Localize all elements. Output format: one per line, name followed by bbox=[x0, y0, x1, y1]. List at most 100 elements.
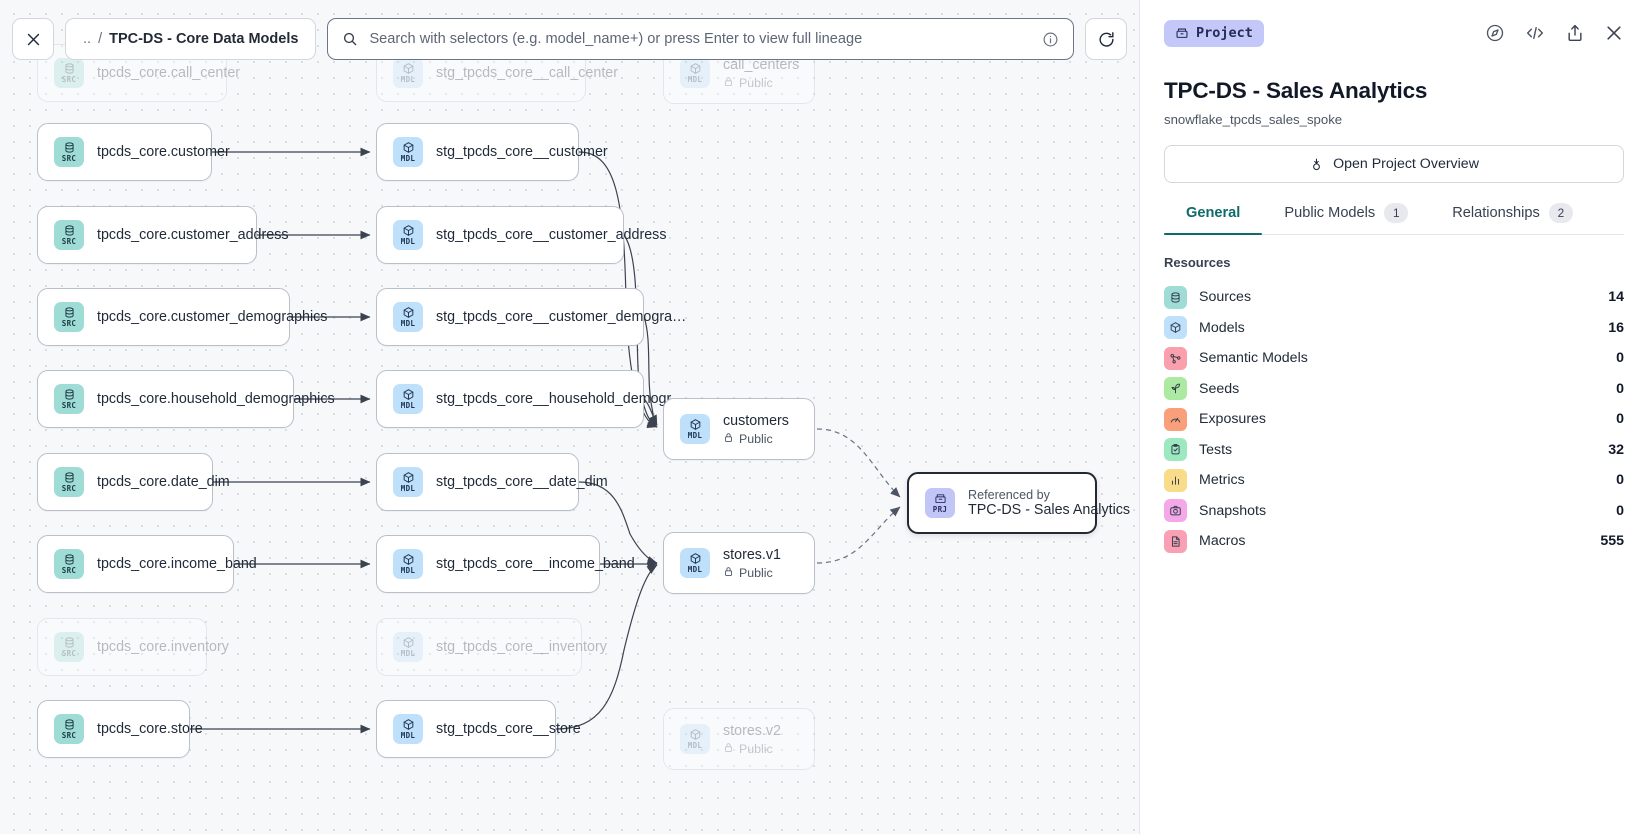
graph-node-label: tpcds_core.call_center bbox=[97, 65, 241, 81]
source-icon: SRC bbox=[54, 384, 84, 414]
details-panel: Project bbox=[1139, 0, 1648, 834]
source-icon: SRC bbox=[54, 632, 84, 662]
resource-type-badge[interactable]: Project bbox=[1164, 19, 1264, 47]
share-icon[interactable] bbox=[1565, 23, 1585, 43]
resource-count: 555 bbox=[1600, 533, 1624, 550]
compass-icon[interactable] bbox=[1485, 23, 1505, 43]
document-icon bbox=[1164, 529, 1187, 553]
tab-label: Public Models bbox=[1284, 205, 1376, 221]
graph-node-access-badge: Public bbox=[723, 432, 789, 446]
lock-icon bbox=[723, 76, 734, 90]
tab-label: Relationships bbox=[1452, 205, 1540, 221]
search-input[interactable] bbox=[369, 31, 1031, 47]
info-icon[interactable] bbox=[1042, 31, 1059, 48]
resources-heading: Resources bbox=[1164, 255, 1231, 270]
refresh-button[interactable] bbox=[1085, 18, 1127, 60]
seed-icon bbox=[1164, 377, 1187, 401]
graph-node-label: tpcds_core.customer_demographics bbox=[97, 309, 328, 325]
details-panel-header: Project bbox=[1164, 16, 1624, 50]
source-icon: SRC bbox=[54, 302, 84, 332]
tab-badge: 1 bbox=[1384, 203, 1409, 223]
graph-node-src-cust-demo[interactable]: SRC tpcds_core.customer_demographics bbox=[37, 288, 327, 346]
graph-node-label: stg_tpcds_core__inventory bbox=[436, 639, 607, 655]
source-icon: SRC bbox=[54, 220, 84, 250]
graph-node-access-badge: Public bbox=[723, 566, 781, 580]
search-bar[interactable] bbox=[327, 18, 1074, 60]
resource-count: 0 bbox=[1616, 380, 1624, 397]
graph-node-access-badge: Public bbox=[723, 742, 781, 756]
resource-label: Snapshots bbox=[1199, 502, 1267, 519]
details-panel-actions bbox=[1485, 23, 1624, 43]
source-icon: SRC bbox=[54, 58, 84, 88]
close-lineage-button[interactable] bbox=[12, 18, 54, 60]
model-icon: MDL bbox=[393, 467, 423, 497]
resource-count: 16 bbox=[1608, 319, 1624, 336]
model-icon: MDL bbox=[393, 384, 423, 414]
graph-node-label: tpcds_core.household_demographics bbox=[97, 391, 335, 407]
model-icon: MDL bbox=[680, 548, 710, 578]
resource-row-models[interactable]: Models 16 bbox=[1164, 313, 1624, 344]
tab-public-models[interactable]: Public Models 1 bbox=[1262, 203, 1430, 234]
resource-type-badge-label: Project bbox=[1196, 25, 1253, 41]
lineage-canvas[interactable]: .. / TPC-DS - Core Data Models bbox=[0, 0, 1139, 834]
tab-general[interactable]: General bbox=[1164, 203, 1263, 235]
breadcrumb-prefix: .. bbox=[83, 31, 92, 47]
project-icon: PRJ bbox=[925, 488, 955, 518]
source-icon: SRC bbox=[54, 467, 84, 497]
open-project-overview-button[interactable]: Open Project Overview bbox=[1164, 145, 1624, 183]
breadcrumb[interactable]: .. / TPC-DS - Core Data Models bbox=[65, 18, 317, 60]
graph-node-label: stg_tpcds_core__customer_address bbox=[436, 227, 667, 243]
clipboard-check-icon bbox=[1164, 438, 1187, 462]
resource-label: Models bbox=[1199, 319, 1245, 336]
graph-node-label: customers bbox=[723, 412, 789, 429]
resource-count: 0 bbox=[1616, 502, 1624, 519]
close-panel-icon[interactable] bbox=[1604, 23, 1624, 43]
model-icon: MDL bbox=[393, 302, 423, 332]
code-icon[interactable] bbox=[1524, 23, 1546, 43]
open-project-overview-label: Open Project Overview bbox=[1333, 156, 1479, 172]
page-title: TPC-DS - Sales Analytics bbox=[1164, 78, 1428, 103]
graph-node-access-label: Public bbox=[739, 741, 773, 756]
bar-chart-icon bbox=[1164, 468, 1187, 492]
graph-node-src-hh-demo[interactable]: SRC tpcds_core.household_demographics bbox=[37, 370, 335, 428]
graph-node-label: stg_tpcds_core__income_band bbox=[436, 556, 635, 572]
model-icon: MDL bbox=[393, 137, 423, 167]
source-icon: SRC bbox=[54, 137, 84, 167]
resource-row-snapshots[interactable]: Snapshots 0 bbox=[1164, 496, 1624, 527]
semantic-graph-icon bbox=[1164, 346, 1187, 370]
graph-node-label: tpcds_core.store bbox=[97, 721, 203, 737]
overview-icon bbox=[1313, 158, 1320, 170]
graph-node-label: stores.v1 bbox=[723, 546, 782, 563]
refresh-icon bbox=[1098, 31, 1114, 47]
model-icon: MDL bbox=[680, 58, 710, 88]
source-icon: SRC bbox=[54, 549, 84, 579]
resource-label: Exposures bbox=[1199, 411, 1267, 428]
